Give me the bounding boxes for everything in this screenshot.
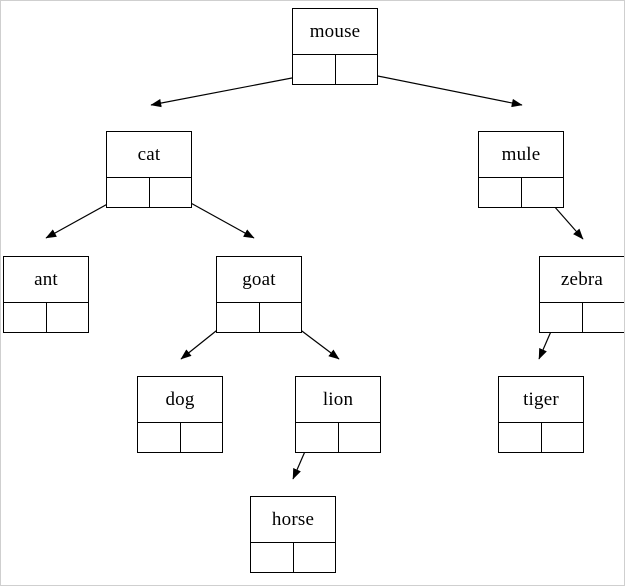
tree-node-tiger[interactable]: tiger <box>498 376 584 453</box>
tree-node-ant[interactable]: ant <box>3 256 89 333</box>
left-pointer-cell-dog[interactable] <box>138 423 181 452</box>
tree-node-dog[interactable]: dog <box>137 376 223 453</box>
node-pointer-row-lion <box>296 423 380 452</box>
left-pointer-cell-horse[interactable] <box>251 543 294 572</box>
right-pointer-cell-ant[interactable] <box>47 303 89 332</box>
node-pointer-row-goat <box>217 303 301 332</box>
tree-node-horse[interactable]: horse <box>250 496 336 573</box>
node-label-goat: goat <box>217 257 301 303</box>
right-pointer-cell-dog[interactable] <box>181 423 223 452</box>
left-pointer-cell-zebra[interactable] <box>540 303 583 332</box>
node-pointer-row-cat <box>107 178 191 207</box>
left-pointer-cell-mouse[interactable] <box>293 55 336 84</box>
tree-node-lion[interactable]: lion <box>295 376 381 453</box>
node-label-mouse: mouse <box>293 9 377 55</box>
node-pointer-row-tiger <box>499 423 583 452</box>
right-pointer-cell-mule[interactable] <box>522 178 564 207</box>
tree-node-mouse[interactable]: mouse <box>292 8 378 85</box>
node-pointer-row-dog <box>138 423 222 452</box>
node-label-mule: mule <box>479 132 563 178</box>
edge-mouse-right-to-mule <box>352 70 523 108</box>
left-pointer-cell-lion[interactable] <box>296 423 339 452</box>
right-pointer-cell-tiger[interactable] <box>542 423 584 452</box>
node-pointer-row-mouse <box>293 55 377 84</box>
tree-node-zebra[interactable]: zebra <box>539 256 624 333</box>
node-label-tiger: tiger <box>499 377 583 423</box>
left-pointer-cell-goat[interactable] <box>217 303 260 332</box>
right-pointer-cell-mouse[interactable] <box>336 55 378 84</box>
node-pointer-row-ant <box>4 303 88 332</box>
right-pointer-cell-zebra[interactable] <box>583 303 625 332</box>
left-pointer-cell-mule[interactable] <box>479 178 522 207</box>
left-pointer-cell-tiger[interactable] <box>499 423 542 452</box>
node-label-dog: dog <box>138 377 222 423</box>
node-pointer-row-zebra <box>540 303 624 332</box>
node-label-horse: horse <box>251 497 335 543</box>
node-label-cat: cat <box>107 132 191 178</box>
right-pointer-cell-horse[interactable] <box>294 543 336 572</box>
left-pointer-cell-cat[interactable] <box>107 178 150 207</box>
left-pointer-cell-ant[interactable] <box>4 303 47 332</box>
node-label-zebra: zebra <box>540 257 624 303</box>
tree-node-goat[interactable]: goat <box>216 256 302 333</box>
right-pointer-cell-cat[interactable] <box>150 178 192 207</box>
right-pointer-cell-lion[interactable] <box>339 423 381 452</box>
node-label-lion: lion <box>296 377 380 423</box>
tree-node-mule[interactable]: mule <box>478 131 564 208</box>
node-pointer-row-horse <box>251 543 335 572</box>
node-pointer-row-mule <box>479 178 563 207</box>
right-pointer-cell-goat[interactable] <box>260 303 302 332</box>
tree-node-cat[interactable]: cat <box>106 131 192 208</box>
node-label-ant: ant <box>4 257 88 303</box>
